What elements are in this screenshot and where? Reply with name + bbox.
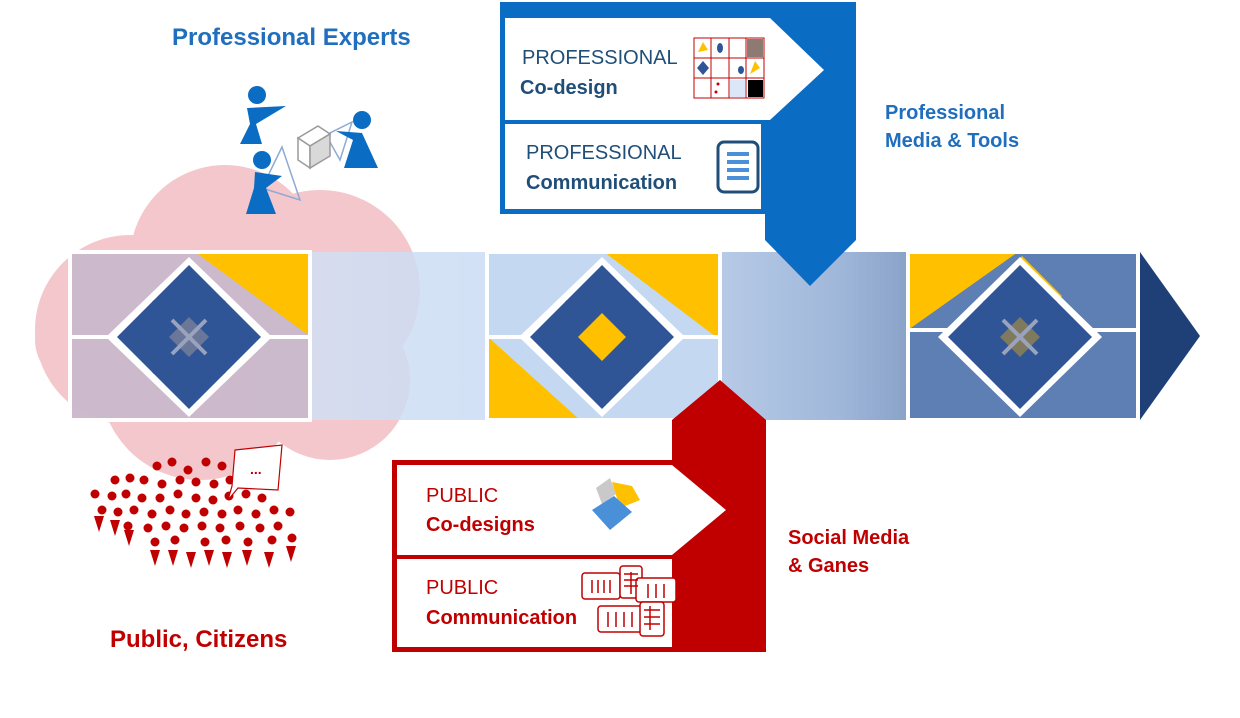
public-codesign-box: PUBLIC Co-designs	[397, 465, 726, 555]
professional-experts-label: Professional Experts	[172, 24, 411, 51]
pro-codesign-sub: Co-design	[520, 77, 618, 99]
professional-communication-box: PROFESSIONAL Communication	[505, 124, 761, 209]
pub-codesign-sub: Co-designs	[426, 514, 535, 536]
experts-figures-icon	[240, 86, 378, 214]
social-media-label-line1: Social Media	[788, 527, 910, 549]
pub-comm-title: PUBLIC	[426, 577, 498, 599]
document-icon	[716, 140, 760, 194]
design-tile-2	[485, 250, 722, 422]
professional-codesign-box: PROFESSIONAL Co-design	[505, 18, 824, 120]
pro-media-label-line1: Professional	[885, 102, 1005, 124]
cube-icon	[592, 478, 640, 530]
citizens-crowd-icon	[90, 457, 297, 568]
pro-media-label-line2: Media & Tools	[885, 130, 1019, 152]
speech-bubble: ...	[227, 444, 283, 501]
cards-icon	[581, 565, 677, 637]
speech-bubble-text: ...	[250, 461, 262, 477]
pro-comm-title: PROFESSIONAL	[526, 142, 682, 164]
pub-comm-sub: Communication	[426, 607, 577, 629]
pro-codesign-title: PROFESSIONAL	[522, 47, 678, 69]
pub-codesign-title: PUBLIC	[426, 485, 498, 507]
design-tile-3	[906, 250, 1140, 422]
pro-comm-sub: Communication	[526, 172, 677, 194]
design-grid-icon	[693, 37, 765, 99]
public-communication-box: PUBLIC Communication	[397, 559, 677, 647]
social-media-label-line2: & Ganes	[788, 555, 869, 577]
public-citizens-label: Public, Citizens	[110, 626, 287, 653]
design-tile-1	[68, 250, 312, 422]
